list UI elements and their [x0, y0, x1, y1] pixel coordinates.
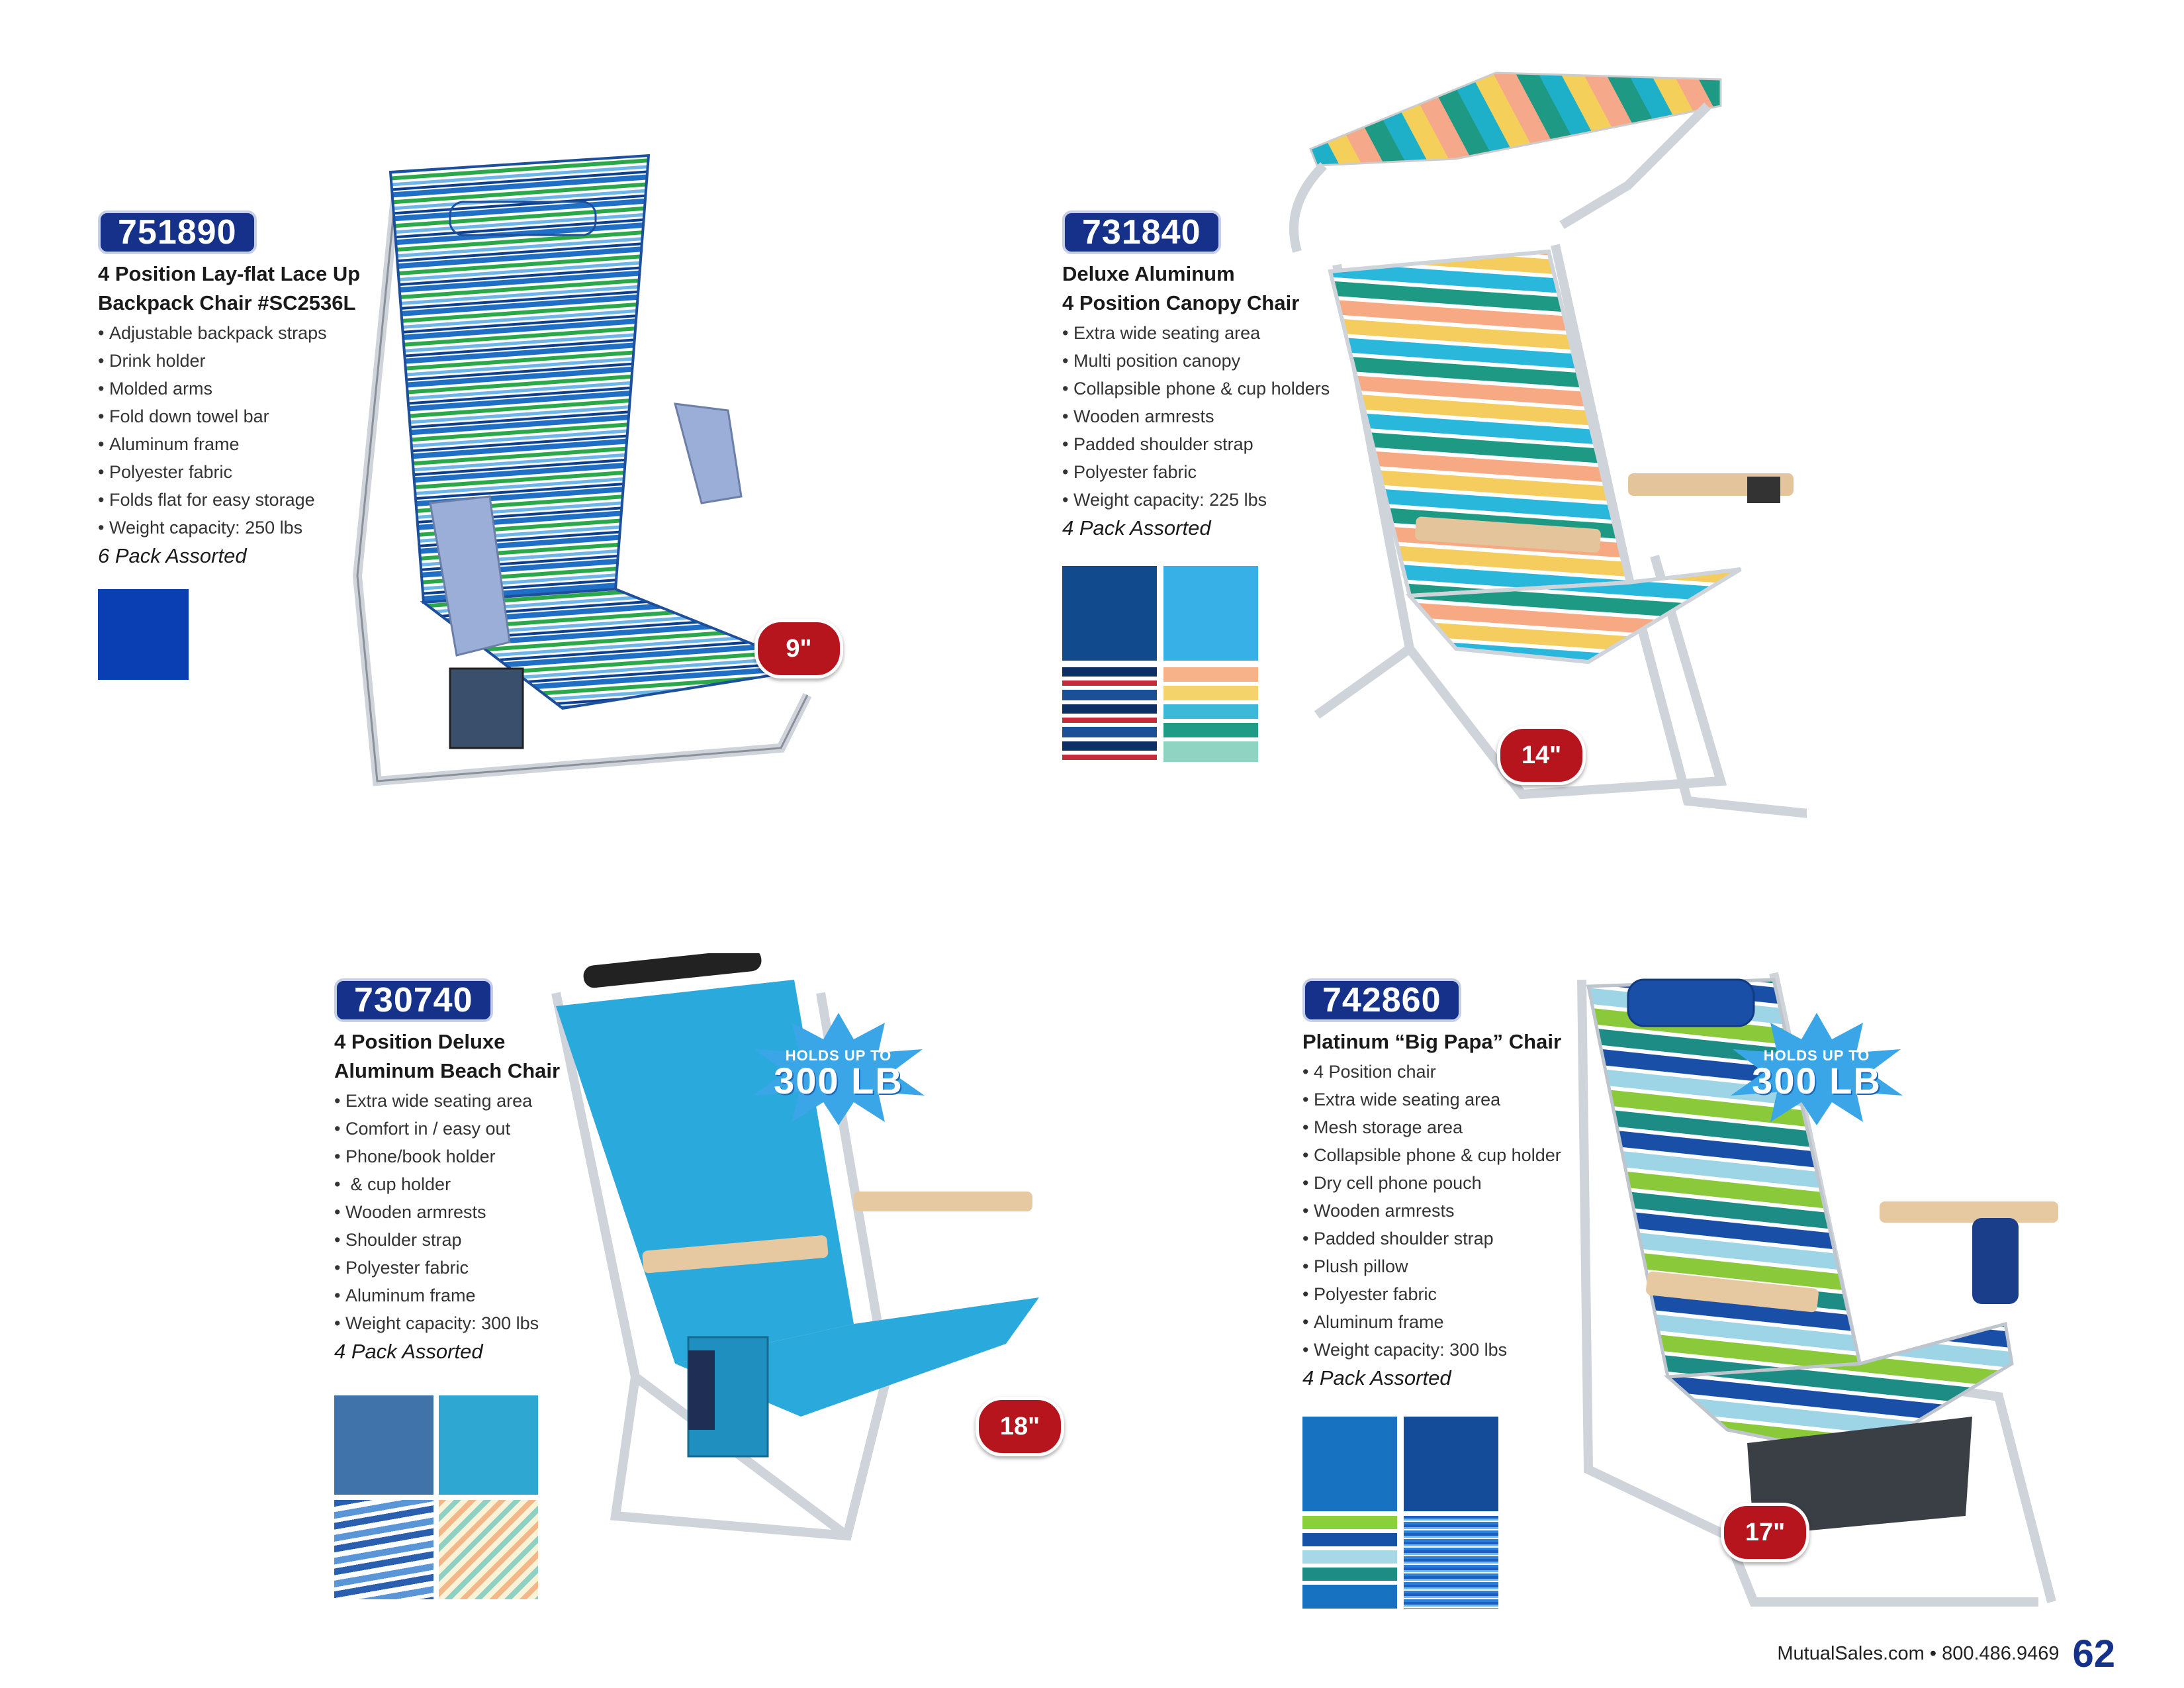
page-number: 62: [2072, 1632, 2115, 1675]
seat-height-badge: 18": [976, 1397, 1064, 1456]
feature-item: Aluminum frame: [1302, 1308, 1587, 1336]
sku-badge: 731840: [1062, 211, 1221, 254]
feature-item: Weight capacity: 300 lbs: [334, 1309, 586, 1337]
feature-item: Weight capacity: 225 lbs: [1062, 486, 1367, 514]
color-swatch: [334, 1500, 433, 1599]
sku-badge: 742860: [1302, 978, 1461, 1022]
color-swatch: [1302, 1417, 1397, 1511]
feature-item: Wooden armrests: [1302, 1197, 1587, 1225]
feature-item: Folds flat for easy storage: [98, 486, 383, 514]
feature-item: Collapsible phone & cup holder: [1302, 1141, 1587, 1169]
product-751890: 751890 4 Position Lay-flat Lace Up Backp…: [98, 211, 383, 571]
capacity-burst: HOLDS UP TO 300 LB: [749, 1013, 928, 1125]
product-742860: 742860 Platinum “Big Papa” Chair 4 Posit…: [1302, 978, 1587, 1393]
feature-item: Aluminum frame: [334, 1282, 586, 1309]
product-731840: 731840 Deluxe Aluminum 4 Position Canopy…: [1062, 211, 1367, 543]
feature-list: Extra wide seating area Comfort in / eas…: [334, 1087, 586, 1337]
feature-list: Extra wide seating area Multi position c…: [1062, 319, 1367, 514]
feature-item: Multi position canopy: [1062, 347, 1367, 375]
website-phone[interactable]: MutualSales.com • 800.486.9469: [1777, 1643, 2060, 1664]
feature-item: Padded shoulder strap: [1302, 1225, 1587, 1252]
feature-item: Comfort in / easy out: [334, 1115, 586, 1143]
feature-item: Polyester fabric: [334, 1254, 586, 1282]
feature-item: Polyester fabric: [98, 458, 383, 486]
color-swatch: [1062, 667, 1157, 762]
seat-height-badge: 14": [1497, 726, 1586, 785]
sku-badge: 751890: [98, 211, 257, 254]
seat-height-badge: 9": [754, 619, 843, 679]
color-swatch: [334, 1395, 433, 1495]
feature-item: 4 Position chair: [1302, 1058, 1587, 1086]
feature-item: Collapsible phone & cup holders: [1062, 375, 1367, 402]
page-footer: MutualSales.com • 800.486.9469 62: [1777, 1632, 2115, 1676]
feature-item: & cup holder: [334, 1170, 586, 1198]
product-730740: 730740 4 Position Deluxe Aluminum Beach …: [334, 978, 586, 1366]
color-swatch: [98, 589, 189, 680]
feature-item: Polyester fabric: [1302, 1280, 1587, 1308]
feature-item: Extra wide seating area: [334, 1087, 586, 1115]
pack-note: 6 Pack Assorted: [98, 544, 247, 567]
capacity-burst: HOLDS UP TO 300 LB: [1727, 1013, 1906, 1125]
feature-item: Shoulder strap: [334, 1226, 586, 1254]
color-swatch: [1062, 566, 1157, 661]
color-swatch: [1404, 1516, 1498, 1609]
feature-item: Fold down towel bar: [98, 402, 383, 430]
feature-item: Weight capacity: 250 lbs: [98, 514, 383, 541]
feature-item: Padded shoulder strap: [1062, 430, 1367, 458]
color-swatch: [1302, 1516, 1397, 1609]
feature-item: Polyester fabric: [1062, 458, 1367, 486]
sku-badge: 730740: [334, 978, 493, 1022]
burst-star-icon: [1731, 1013, 1903, 1125]
feature-list: 4 Position chair Extra wide seating area…: [1302, 1058, 1587, 1364]
feature-item: Extra wide seating area: [1062, 319, 1367, 347]
feature-item: Molded arms: [98, 375, 383, 402]
chair-image-730740: [551, 953, 1039, 1541]
color-swatch: [1163, 566, 1258, 661]
burst-star-icon: [752, 1013, 925, 1125]
feature-item: Plush pillow: [1302, 1252, 1587, 1280]
feature-item: Adjustable backpack straps: [98, 319, 383, 347]
color-swatch: [439, 1395, 538, 1495]
pack-note: 4 Pack Assorted: [334, 1340, 483, 1363]
feature-item: Wooden armrests: [334, 1198, 586, 1226]
feature-list: Adjustable backpack straps Drink holder …: [98, 319, 383, 541]
product-title: 4 Position Deluxe Aluminum Beach Chair: [334, 1030, 561, 1082]
feature-item: Weight capacity: 300 lbs: [1302, 1336, 1587, 1364]
seat-height-badge: 17": [1721, 1503, 1809, 1562]
feature-item: Dry cell phone pouch: [1302, 1169, 1587, 1197]
pack-note: 4 Pack Assorted: [1302, 1366, 1451, 1389]
feature-item: Drink holder: [98, 347, 383, 375]
feature-item: Aluminum frame: [98, 430, 383, 458]
product-title: Deluxe Aluminum 4 Position Canopy Chair: [1062, 262, 1300, 314]
product-title: Platinum “Big Papa” Chair: [1302, 1030, 1562, 1053]
product-title: 4 Position Lay-flat Lace Up Backpack Cha…: [98, 262, 361, 314]
feature-item: Extra wide seating area: [1302, 1086, 1587, 1113]
feature-item: Wooden armrests: [1062, 402, 1367, 430]
color-swatch: [1163, 667, 1258, 762]
feature-item: Mesh storage area: [1302, 1113, 1587, 1141]
chair-image-751890: [352, 154, 819, 786]
color-swatch: [439, 1500, 538, 1599]
color-swatch: [1404, 1417, 1498, 1511]
chair-image-731840: [1289, 71, 1807, 818]
feature-item: Phone/book holder: [334, 1143, 586, 1170]
pack-note: 4 Pack Assorted: [1062, 516, 1211, 539]
